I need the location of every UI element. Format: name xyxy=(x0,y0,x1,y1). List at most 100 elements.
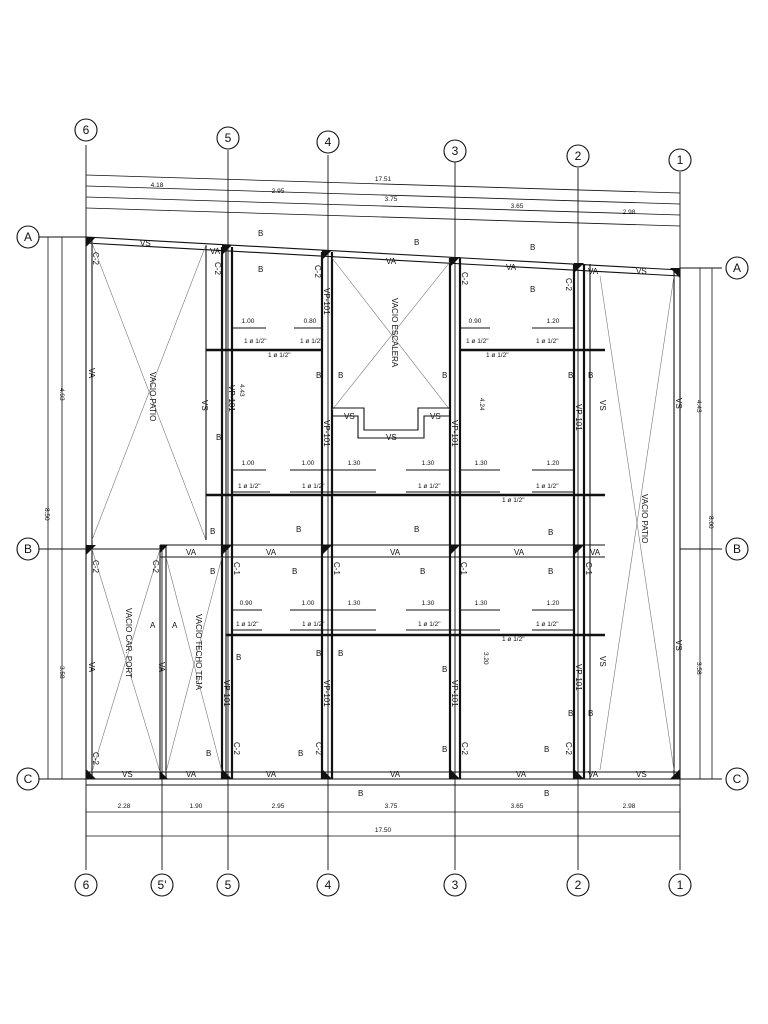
beam-label-va: VA xyxy=(588,267,599,276)
rebar-lbl-3-5: 1 ø 1/2" xyxy=(502,636,525,643)
rebar-lengths-row1: 1.00 0.80 0.90 1.20 1 ø 1/2" 1 ø 1/2" 1 … xyxy=(232,318,574,359)
rebar-len-2-6: 1.20 xyxy=(547,460,560,467)
axis-label-left-b: B xyxy=(24,542,32,556)
rebar-lbl-1-5: 1 ø 1/2" xyxy=(536,338,559,345)
area-patio-right: VACIO PATIO xyxy=(640,494,649,543)
area-stair: VACIO ESCALERA xyxy=(390,298,399,368)
beam-label-va: VA xyxy=(516,770,527,779)
axis-label-top-6: 6 xyxy=(83,123,90,137)
beam-label-va: VA xyxy=(506,263,517,272)
dim-bottom-2: 1.90 xyxy=(190,803,203,810)
dim-left-top: 4.93 xyxy=(58,388,65,401)
axis-label-right-c: C xyxy=(733,772,742,786)
beam-label-va: VA xyxy=(390,770,401,779)
col-label: C-1 xyxy=(232,562,241,575)
col-label: C-2 xyxy=(91,752,100,765)
beam-label-va: VA xyxy=(186,548,197,557)
axis-label-bottom-1: 1 xyxy=(677,878,684,892)
col-label: C-2 xyxy=(213,262,222,275)
rebar-len-1-4: 1.20 xyxy=(547,318,560,325)
axis-label-bottom-3: 3 xyxy=(452,878,459,892)
col-label: C-1 xyxy=(332,562,341,575)
beam-label-vs: VS xyxy=(344,412,355,421)
beam-label-vs: VS xyxy=(122,770,133,779)
col-label: C-2 xyxy=(564,278,573,291)
section-b: B xyxy=(568,709,573,718)
section-a: A xyxy=(150,621,156,630)
rebar-lbl-2-2: 1 ø 1/2" xyxy=(302,483,325,490)
rebar-lbl-1-1: 1 ø 1/2" xyxy=(244,338,267,345)
col-label: C-2 xyxy=(91,560,100,573)
rebar-len-2-2: 1.00 xyxy=(302,460,315,467)
rebar-lbl-2-5: 1 ø 1/2" xyxy=(502,497,525,504)
rebar-len-2-5: 1.30 xyxy=(475,460,488,467)
beam-label-va: VA xyxy=(590,548,601,557)
col-label: C-2 xyxy=(313,265,322,278)
section-b: B xyxy=(414,525,419,534)
beam-label-vs: VS xyxy=(674,640,683,651)
rebar-lbl-2-1: 1 ø 1/2" xyxy=(238,483,261,490)
beam-label-vp: VP-101 xyxy=(450,680,459,707)
rebar-len-3-3: 1.30 xyxy=(348,600,361,607)
section-b: B xyxy=(548,567,553,576)
beam-labels: VS VA VA VA VA VS VA VA VA VA VA VS VA V… xyxy=(87,239,683,779)
section-b: B xyxy=(544,789,549,798)
section-a: A xyxy=(172,621,178,630)
section-b: B xyxy=(298,749,303,758)
columns xyxy=(86,237,680,779)
axis-bubbles-bottom: 6 5' 5 4 3 2 1 xyxy=(74,873,692,897)
beam-label-vp: VP-101 xyxy=(222,680,231,707)
dim-left-bottom: 3.58 xyxy=(58,666,65,679)
section-b: B xyxy=(358,789,363,798)
rebar-len-2-4: 1.30 xyxy=(422,460,435,467)
void-crosses xyxy=(91,242,675,773)
axis-bubbles-top: 6 5 4 3 2 1 xyxy=(74,118,692,172)
beam-label-vp: VP-101 xyxy=(574,664,583,691)
dim-bottom-5: 3.65 xyxy=(511,803,524,810)
section-b: B xyxy=(236,653,241,662)
beam-label-vp: VP-101 xyxy=(322,420,331,447)
depth-note: 4.43 xyxy=(238,384,245,397)
rebar-len-3-6: 1.20 xyxy=(547,600,560,607)
dim-top-3: 3.75 xyxy=(385,196,398,203)
dim-bottom-6: 2.98 xyxy=(623,803,636,810)
rebar-lbl-3-4: 1 ø 1/2" xyxy=(536,621,559,628)
section-b: B xyxy=(442,665,447,674)
section-b: B xyxy=(414,238,419,247)
rebar-lbl-3-3: 1 ø 1/2" xyxy=(418,621,441,628)
dim-top-2: 2.95 xyxy=(272,188,285,195)
section-b: B xyxy=(316,649,321,658)
bottom-dimensions: 2.28 1.90 2.95 3.75 3.65 2.98 17.50 xyxy=(85,803,681,840)
rebar-lbl-1-4: 1 ø 1/2" xyxy=(466,338,489,345)
top-dimensions: 17.51 4.18 2.95 3.75 3.65 2.98 xyxy=(85,174,681,227)
axis-label-bottom-5p: 5' xyxy=(158,878,167,892)
beam-label-va: VA xyxy=(514,548,525,557)
beam-label-va: VA xyxy=(266,770,277,779)
beam-label-vs: VS xyxy=(636,267,647,276)
perimeter-beams xyxy=(85,236,681,786)
beam-label-vs: VS xyxy=(430,412,441,421)
beam-label-vp: VP-101 xyxy=(574,404,583,431)
beam-label-vp: VP-101 xyxy=(322,288,331,315)
rebar-len-1-1: 1.00 xyxy=(242,318,255,325)
beam-label-vs: VS xyxy=(598,656,607,667)
section-b: B xyxy=(530,243,535,252)
rebar-len-3-5: 1.30 xyxy=(475,600,488,607)
col-label: C-2 xyxy=(564,742,573,755)
section-b: B xyxy=(442,745,447,754)
dim-bottom-total: 17.50 xyxy=(375,827,392,834)
beam-label-vs: VS xyxy=(386,433,397,442)
dim-right-bottom: 3.58 xyxy=(695,662,702,675)
section-b: B xyxy=(588,709,593,718)
section-b: B xyxy=(210,527,215,536)
axis-label-top-3: 3 xyxy=(452,144,459,158)
rebar-lengths-row2: 1.00 1.00 1.30 1.30 1.30 1.20 1 ø 1/2" 1… xyxy=(232,460,574,504)
section-b: B xyxy=(420,567,425,576)
section-b: B xyxy=(292,567,297,576)
section-b: B xyxy=(258,229,263,238)
depth-note: 3.20 xyxy=(482,652,489,665)
rebar-len-2-3: 1.30 xyxy=(348,460,361,467)
dim-bottom-3: 2.95 xyxy=(272,803,285,810)
beam-label-vp: VP-101 xyxy=(227,385,236,412)
